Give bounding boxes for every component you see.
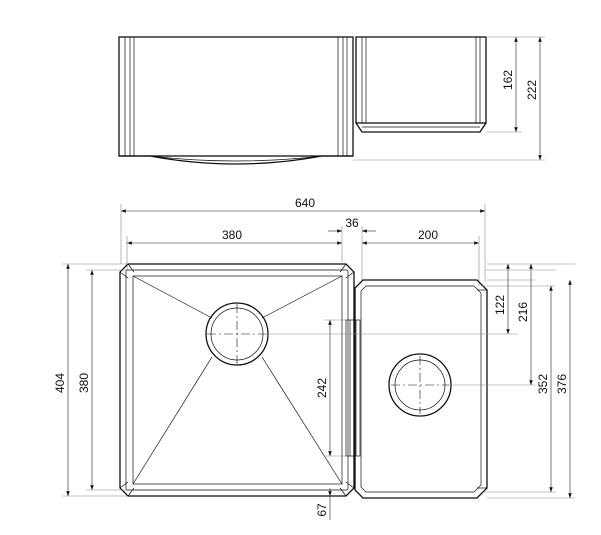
small-drain: [388, 353, 452, 417]
side-view: 162 222: [118, 36, 545, 165]
dim-label-36: 36: [345, 216, 359, 230]
right-dimension-lines: [267, 263, 575, 499]
dim-label-352: 352: [536, 374, 550, 394]
dim-label-222: 222: [525, 80, 539, 100]
large-bowl-side: [118, 36, 354, 165]
small-bowl-side: [355, 36, 487, 133]
dim-label-162: 162: [501, 70, 515, 90]
large-drain: [205, 302, 269, 366]
dim-label-404: 404: [53, 373, 67, 393]
dim-label-122: 122: [493, 295, 507, 315]
dim-label-216: 216: [516, 302, 530, 322]
dim-label-67: 67: [315, 503, 329, 517]
large-bowl-plan: [119, 263, 355, 497]
dim-label-640: 640: [295, 196, 315, 210]
divider-bracket: [345, 319, 361, 457]
dim-label-376: 376: [555, 374, 569, 394]
dim-label-380-width: 380: [222, 228, 242, 242]
left-dimension-lines: [62, 263, 128, 497]
top-dimension-lines: [120, 204, 486, 286]
side-dimension-lines: [353, 36, 545, 161]
dim-label-242: 242: [315, 378, 329, 398]
center-dimension-lines: [324, 319, 346, 520]
dim-label-380-length: 380: [77, 373, 91, 393]
dim-label-200: 200: [418, 228, 438, 242]
plan-view: 640 380 36 200: [53, 196, 575, 520]
small-bowl-plan: [354, 279, 488, 499]
